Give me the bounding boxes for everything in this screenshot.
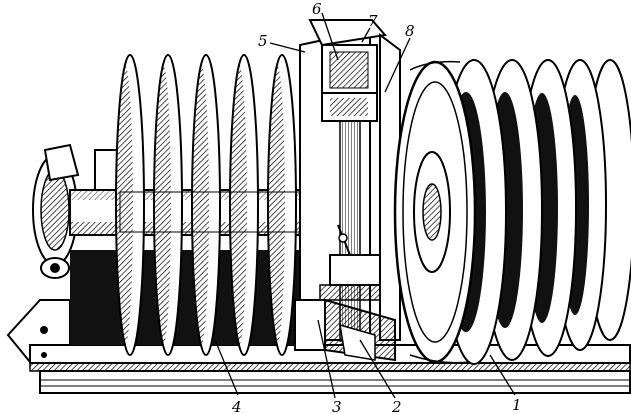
left-disc-stack: [115, 54, 301, 356]
callout-label-7: 7: [368, 12, 378, 30]
left-disc: [229, 54, 259, 356]
left-disc: [267, 54, 297, 356]
callout-label-2: 2: [391, 398, 402, 414]
left-disc: [191, 54, 221, 356]
callout-label-1: 1: [512, 396, 522, 414]
left-trough-shadow: [70, 250, 300, 345]
callout-labels: 5 6 7 8 4 3 2 1: [231, 0, 522, 414]
callout-label-6: 6: [312, 0, 322, 18]
right-disc-front: [393, 60, 477, 364]
left-disc: [115, 54, 145, 356]
left-disc: [153, 54, 183, 356]
central-frame: [299, 19, 401, 342]
callout-label-4: 4: [231, 398, 242, 414]
callout-label-8: 8: [405, 22, 415, 40]
callout-label-5: 5: [258, 32, 268, 50]
right-disc-stack: [393, 59, 631, 365]
leader-lines: [214, 12, 516, 399]
callout-label-3: 3: [332, 398, 342, 414]
support-block: [294, 298, 396, 362]
